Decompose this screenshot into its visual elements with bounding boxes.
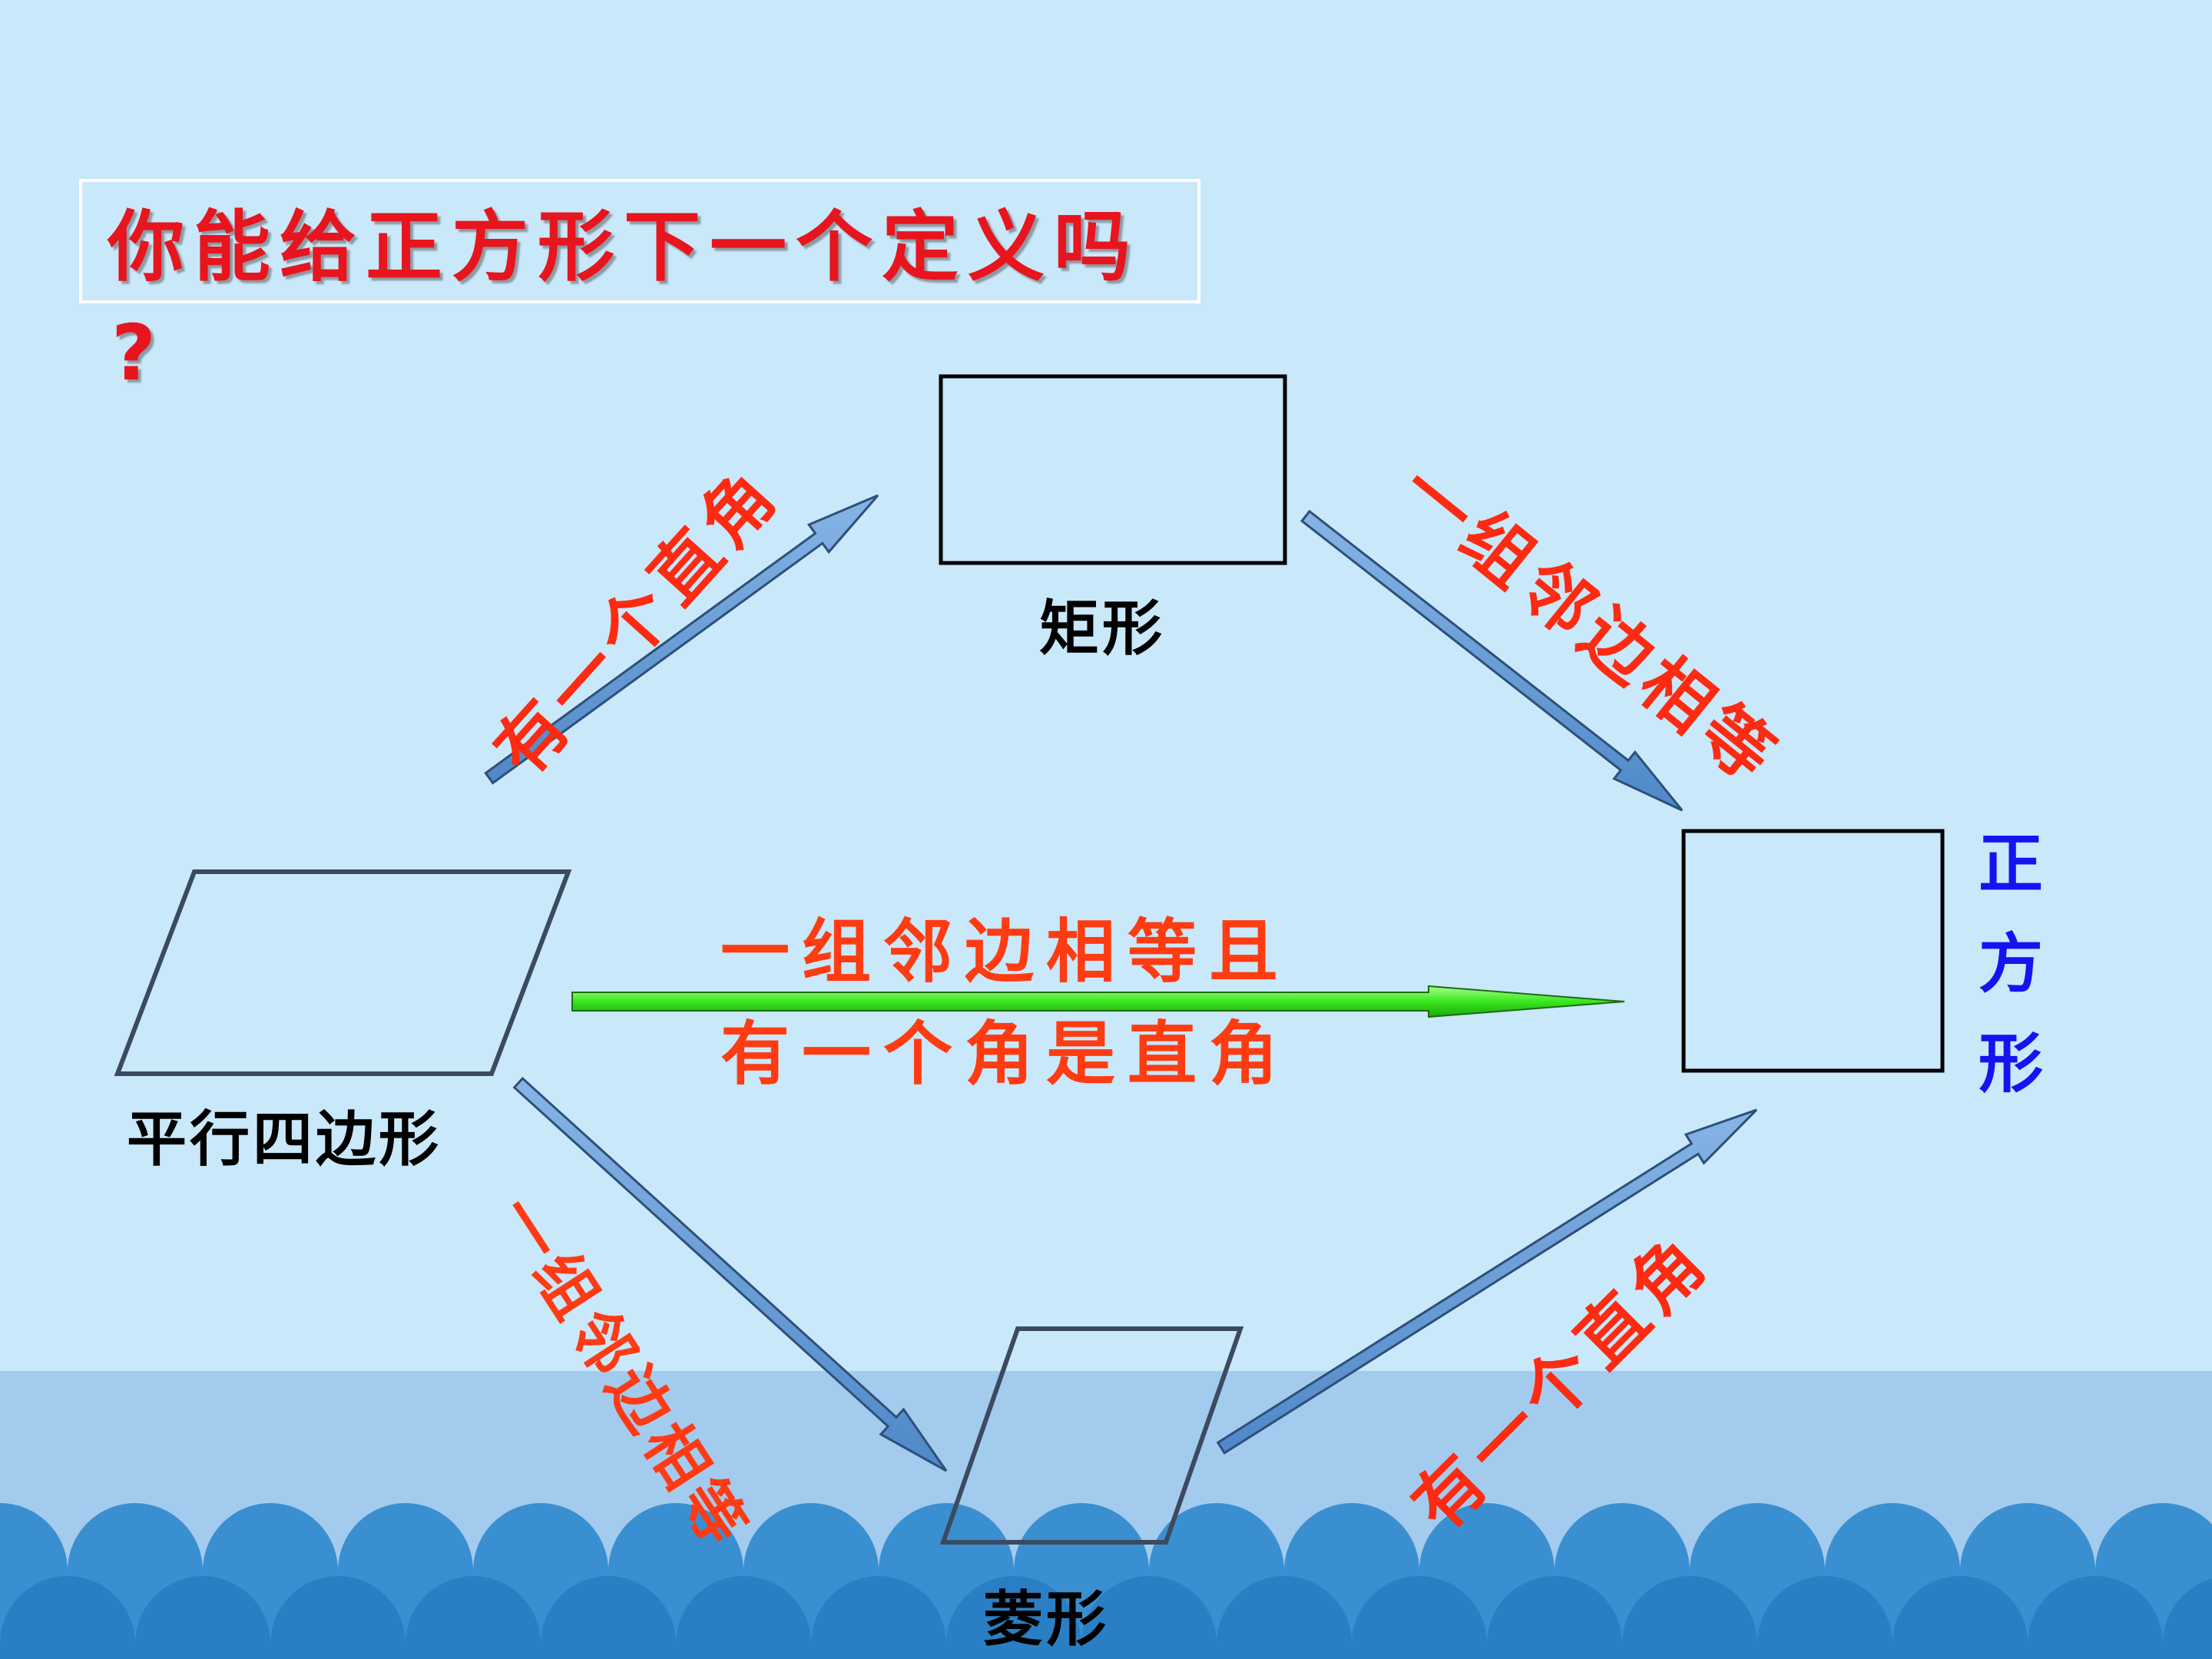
label-direct-line-1: 一组邻边相等且	[720, 912, 1290, 992]
rectangle-label: 矩形	[1039, 594, 1166, 664]
question-text: 你能给正方形下一个定义吗	[108, 202, 1140, 292]
wave-bump	[1622, 1576, 1757, 1659]
parallelogram-shape	[114, 869, 572, 1076]
wave-bump	[2028, 1576, 2163, 1659]
arrow-parallelogram-to-rhombus	[512, 1076, 948, 1472]
transition-arrows	[484, 494, 1758, 1472]
rhombus-label: 菱形	[983, 1585, 1110, 1654]
rhombus-shape	[939, 1326, 1244, 1545]
question-box	[79, 179, 1200, 303]
rectangle-shape	[939, 374, 1287, 565]
wave-bump	[1487, 1576, 1622, 1659]
arrow-parallelogram-to-rectangle	[484, 494, 879, 785]
green-arrow	[571, 985, 1625, 1018]
square-label: 正 方 形	[1972, 814, 2049, 1114]
wave-bump	[0, 1576, 135, 1659]
square-label-char-3: 形	[1978, 1026, 2043, 1102]
wave-bump	[1757, 1576, 1892, 1659]
wave-bump	[135, 1576, 270, 1659]
wave-bump	[1892, 1576, 2028, 1659]
label-direct-line-2: 有一个角是直角	[720, 1014, 1290, 1094]
wave-bump	[1217, 1576, 1352, 1659]
wave-bump	[676, 1576, 811, 1659]
wave-bump	[1081, 1576, 1217, 1659]
wave-bump	[1352, 1576, 1487, 1659]
arrow-rectangle-to-square	[1300, 509, 1684, 812]
square-label-char-1: 正	[1978, 826, 2043, 902]
square-label-char-2: 方	[1978, 926, 2043, 1002]
wave-bump	[541, 1576, 676, 1659]
wave-bump	[946, 1576, 1081, 1659]
wave-bump	[811, 1576, 946, 1659]
wave-bump	[270, 1576, 406, 1659]
question-mark: ?	[111, 308, 157, 398]
wave-bump	[406, 1576, 541, 1659]
wave-base	[0, 1644, 2212, 1659]
parallelogram-label: 平行四边形	[127, 1105, 442, 1174]
square-shape	[1681, 829, 1945, 1073]
wave-row-front	[0, 1576, 2212, 1659]
wave-bump	[2163, 1578, 2212, 1659]
arrow-rhombus-to-square	[1216, 1108, 1758, 1455]
